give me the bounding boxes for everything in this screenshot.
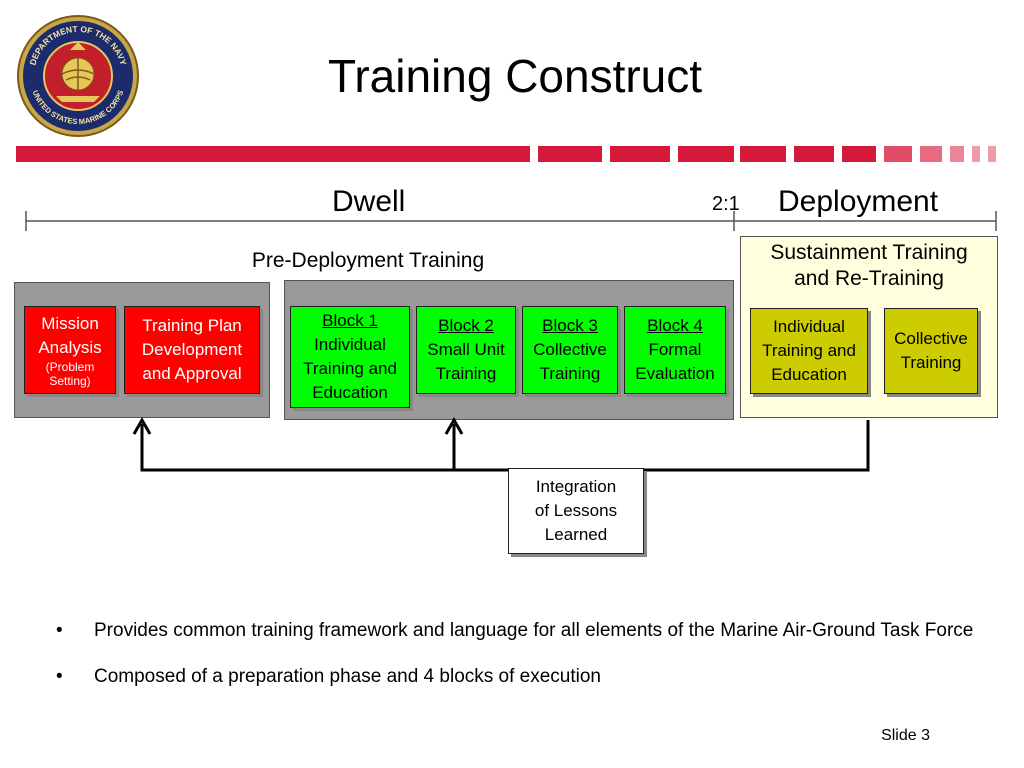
predeployment-label: Pre-Deployment Training xyxy=(251,249,485,272)
bullet-dot: • xyxy=(56,666,63,687)
plan-line1: Training Plan xyxy=(142,316,242,335)
deployment-label: Deployment xyxy=(778,185,939,218)
mission-sub1: (Problem xyxy=(45,360,95,374)
block-4-box: Block 4 Formal Evaluation xyxy=(624,306,726,394)
block-1-line2: Training and xyxy=(303,359,397,378)
block-1-box: Block 1 Individual Training and Educatio… xyxy=(290,306,410,408)
plan-line2: Development xyxy=(141,340,243,359)
ratio-label: 2:1 xyxy=(712,193,740,215)
mission-sub2: Setting) xyxy=(49,374,91,388)
sustainment-label: Sustainment Training and Re-Training xyxy=(740,240,998,292)
block-4-line2: Evaluation xyxy=(635,364,715,383)
training-plan-box: Training Plan Development and Approval xyxy=(124,306,260,394)
sust-ind-line2: Training and xyxy=(762,341,856,360)
bullet-text: Provides common training framework and l… xyxy=(94,620,974,641)
sustainment-collective-box: Collective Training xyxy=(884,308,978,394)
block-2-line1: Small Unit xyxy=(427,340,505,359)
sust-col-line2: Training xyxy=(900,353,962,372)
bullet-item: • Composed of a preparation phase and 4 … xyxy=(56,666,976,688)
block-2-head: Block 2 xyxy=(438,316,494,335)
block-3-line2: Training xyxy=(539,364,601,383)
block-1-line1: Individual xyxy=(314,335,386,354)
sust-ind-line1: Individual xyxy=(773,317,845,336)
integration-line1: Integration xyxy=(535,477,617,496)
timeline-line xyxy=(25,211,997,231)
block-1-head: Block 1 xyxy=(322,311,378,330)
marine-corps-seal: DEPARTMENT OF THE NAVY UNITED STATES MAR… xyxy=(17,15,139,137)
block-4-line1: Formal xyxy=(648,340,702,359)
sust-ind-line3: Education xyxy=(771,365,847,384)
sustainment-individual-box: Individual Training and Education xyxy=(750,308,868,394)
slide-number: Slide 3 xyxy=(881,727,930,744)
block-4-head: Block 4 xyxy=(647,316,703,335)
bullet-item: • Provides common training framework and… xyxy=(56,620,976,642)
mission-analysis-box: Mission Analysis (Problem Setting) xyxy=(24,306,116,394)
bullet-dot: • xyxy=(56,620,63,641)
bullet-text: Composed of a preparation phase and 4 bl… xyxy=(94,666,601,687)
integration-line3: Learned xyxy=(544,525,608,544)
block-2-line2: Training xyxy=(435,364,497,383)
mission-line1: Mission xyxy=(41,314,99,333)
block-2-box: Block 2 Small Unit Training xyxy=(416,306,516,394)
page-title: Training Construct xyxy=(327,50,703,102)
integration-line2: of Lessons xyxy=(534,501,618,520)
plan-line3: and Approval xyxy=(142,364,242,383)
integration-box: Integration of Lessons Learned xyxy=(508,468,644,554)
sust-col-line1: Collective xyxy=(894,329,968,348)
title-banner xyxy=(16,146,996,162)
block-3-line1: Collective xyxy=(533,340,607,359)
bullet-list: • Provides common training framework and… xyxy=(56,620,976,712)
block-3-head: Block 3 xyxy=(542,316,598,335)
mission-line2: Analysis xyxy=(38,338,102,357)
dwell-label: Dwell xyxy=(332,185,406,218)
block-1-line3: Education xyxy=(312,383,388,402)
block-3-box: Block 3 Collective Training xyxy=(522,306,618,394)
sustainment-label-line2: and Re-Training xyxy=(794,267,944,290)
sustainment-label-line1: Sustainment Training xyxy=(770,241,968,264)
